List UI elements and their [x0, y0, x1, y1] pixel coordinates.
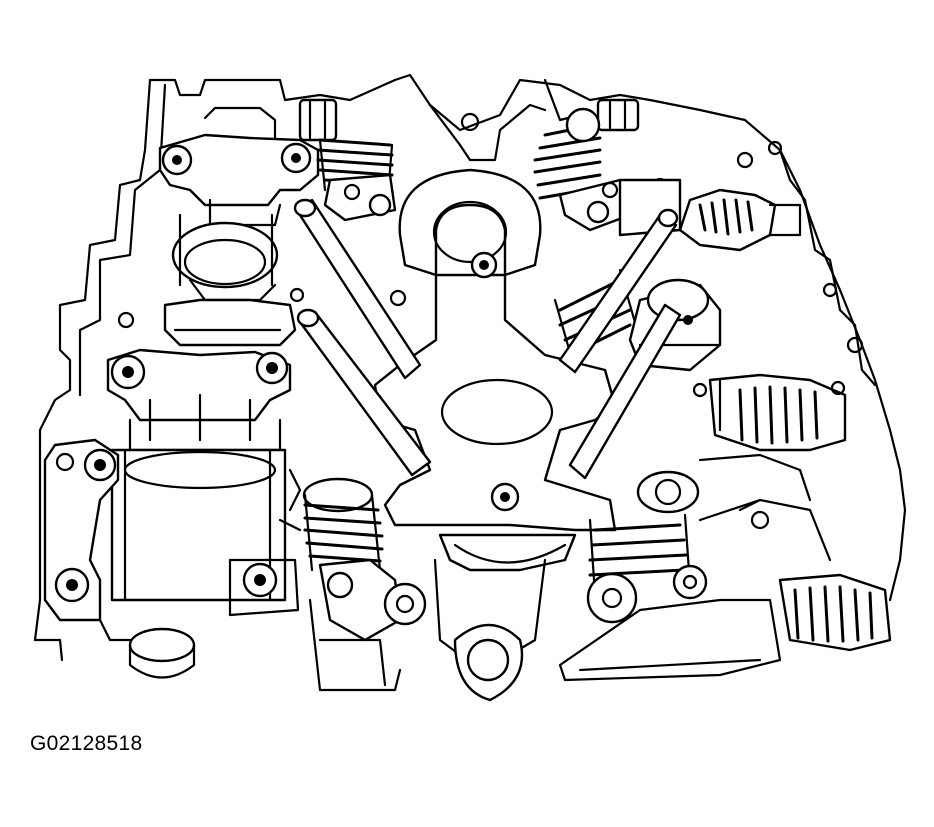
holding-tool-legs: [293, 198, 682, 480]
left-upper-bearing-cap: [158, 106, 320, 227]
left-middle-bearing-cap: [163, 298, 297, 347]
right-mid-camshaft-gear: [708, 373, 847, 452]
left-lower-bearing-cap: [106, 348, 292, 452]
lower-frame: [33, 453, 812, 692]
right-upper-camshaft-gear: [678, 188, 802, 252]
upper-right-valve-spring: [533, 98, 682, 237]
cylinder-head-outline: [33, 73, 907, 642]
left-cap-plug: [128, 627, 196, 679]
left-upper-camshaft-lobe: [171, 213, 279, 302]
left-bracket-arm: [43, 438, 300, 622]
lower-left-valve-spring: [302, 477, 427, 642]
right-lower-camshaft-gear: [698, 498, 892, 652]
figure-code-label: G02128518: [30, 732, 143, 755]
lower-right-valve-spring: [586, 470, 708, 624]
upper-left-valve-spring: [298, 98, 397, 222]
bottom-center-boss: [433, 533, 577, 702]
